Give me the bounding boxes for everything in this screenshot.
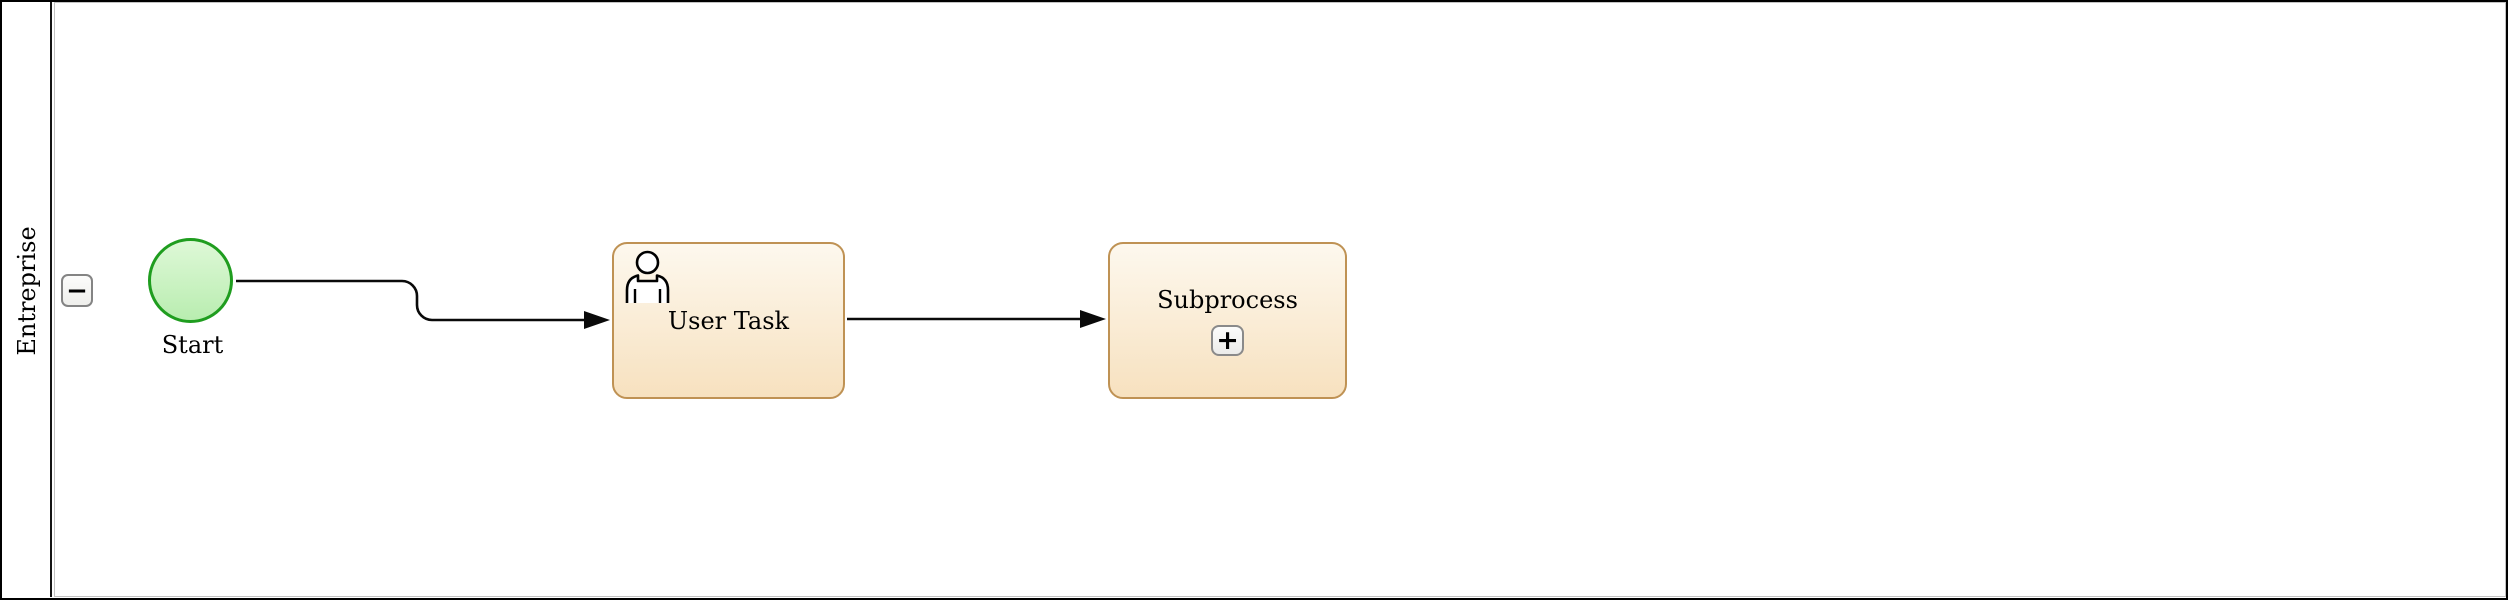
collapse-minus-icon: − xyxy=(66,275,88,306)
arrowhead-icon xyxy=(1080,310,1106,328)
sequence-flow-start-to-usertask[interactable] xyxy=(236,279,610,329)
subprocess-expand-button[interactable]: + xyxy=(1211,324,1244,356)
sequence-flow-usertask-to-subprocess[interactable] xyxy=(847,310,1106,328)
user-task-label: User Task xyxy=(667,306,790,335)
subprocess-label: Subprocess xyxy=(1157,285,1298,314)
expand-plus-icon: + xyxy=(1216,324,1239,356)
user-task-node[interactable]: User Task xyxy=(612,242,845,399)
start-event-node[interactable] xyxy=(148,238,233,323)
pool-collapse-button[interactable]: − xyxy=(61,274,93,307)
start-event-label: Start xyxy=(161,331,224,359)
sequence-flow-line xyxy=(236,279,584,322)
pool-header[interactable]: Entreprise xyxy=(2,2,52,597)
arrowhead-icon xyxy=(584,311,610,329)
subprocess-node[interactable]: Subprocess + xyxy=(1108,242,1347,399)
user-icon xyxy=(625,250,670,303)
